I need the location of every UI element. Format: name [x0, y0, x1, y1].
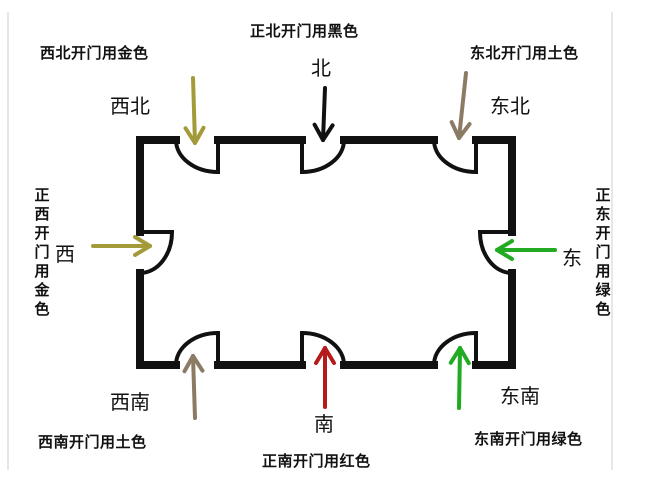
north-caption: 正北开门用黑色	[250, 22, 359, 40]
south-direction-label: 南	[314, 412, 334, 436]
northwest-arrow-shaft	[191, 76, 197, 145]
northeast-arrow-shaft	[457, 71, 468, 140]
south-arrow	[314, 346, 336, 409]
door-arcs	[139, 139, 513, 366]
south-arrow-head	[314, 346, 336, 365]
north-direction-label: 北	[311, 56, 331, 80]
east-caption: 正东开门用绿色	[595, 186, 611, 318]
southwest-arrow-head	[182, 354, 205, 374]
west-door-arc	[139, 230, 175, 275]
south-caption: 正南开门用红色	[262, 452, 371, 470]
southwest-caption: 西南开门用土色	[38, 433, 147, 451]
west-arrow-head	[133, 235, 152, 257]
northwest-arrow-head	[183, 125, 206, 145]
southeast-arrow-shaft	[457, 346, 462, 410]
north-arrow-head	[312, 122, 335, 142]
northwest-direction-label: 西北	[110, 94, 150, 118]
north-door-arc	[300, 139, 346, 175]
north-arrow-shaft	[321, 86, 327, 142]
northeast-arrow-head	[449, 120, 472, 140]
east-direction-label: 东	[562, 246, 582, 270]
northeast-door-arc	[432, 139, 478, 175]
southeast-arrow-head	[448, 346, 471, 366]
south-door-arc	[300, 330, 346, 366]
northeast-arrow	[449, 71, 472, 140]
room-walls	[136, 136, 516, 369]
southwest-direction-label: 西南	[110, 390, 150, 414]
north-arrow	[312, 86, 335, 142]
west-caption: 正西开门用金色	[34, 186, 50, 318]
southwest-arrow-shaft	[191, 354, 197, 420]
northwest-caption: 西北开门用金色	[40, 44, 149, 62]
east-arrow-head	[495, 239, 514, 261]
direction-arrows	[91, 71, 557, 420]
northeast-caption: 东北开门用土色	[470, 44, 579, 62]
east-door-arc	[477, 230, 513, 275]
southwest-door-arc	[174, 330, 220, 366]
southwest-arrow	[182, 354, 205, 420]
northeast-direction-label: 东北	[490, 94, 530, 118]
southeast-direction-label: 东南	[500, 384, 540, 408]
northwest-arrow	[183, 76, 206, 145]
east-arrow	[495, 239, 557, 261]
southeast-arrow	[448, 346, 471, 410]
wall-outline	[136, 136, 516, 369]
southeast-caption: 东南开门用绿色	[474, 430, 583, 448]
west-direction-label: 西	[55, 242, 75, 266]
west-arrow	[91, 235, 152, 257]
northwest-door-arc	[174, 139, 220, 175]
southeast-door-arc	[432, 330, 478, 366]
